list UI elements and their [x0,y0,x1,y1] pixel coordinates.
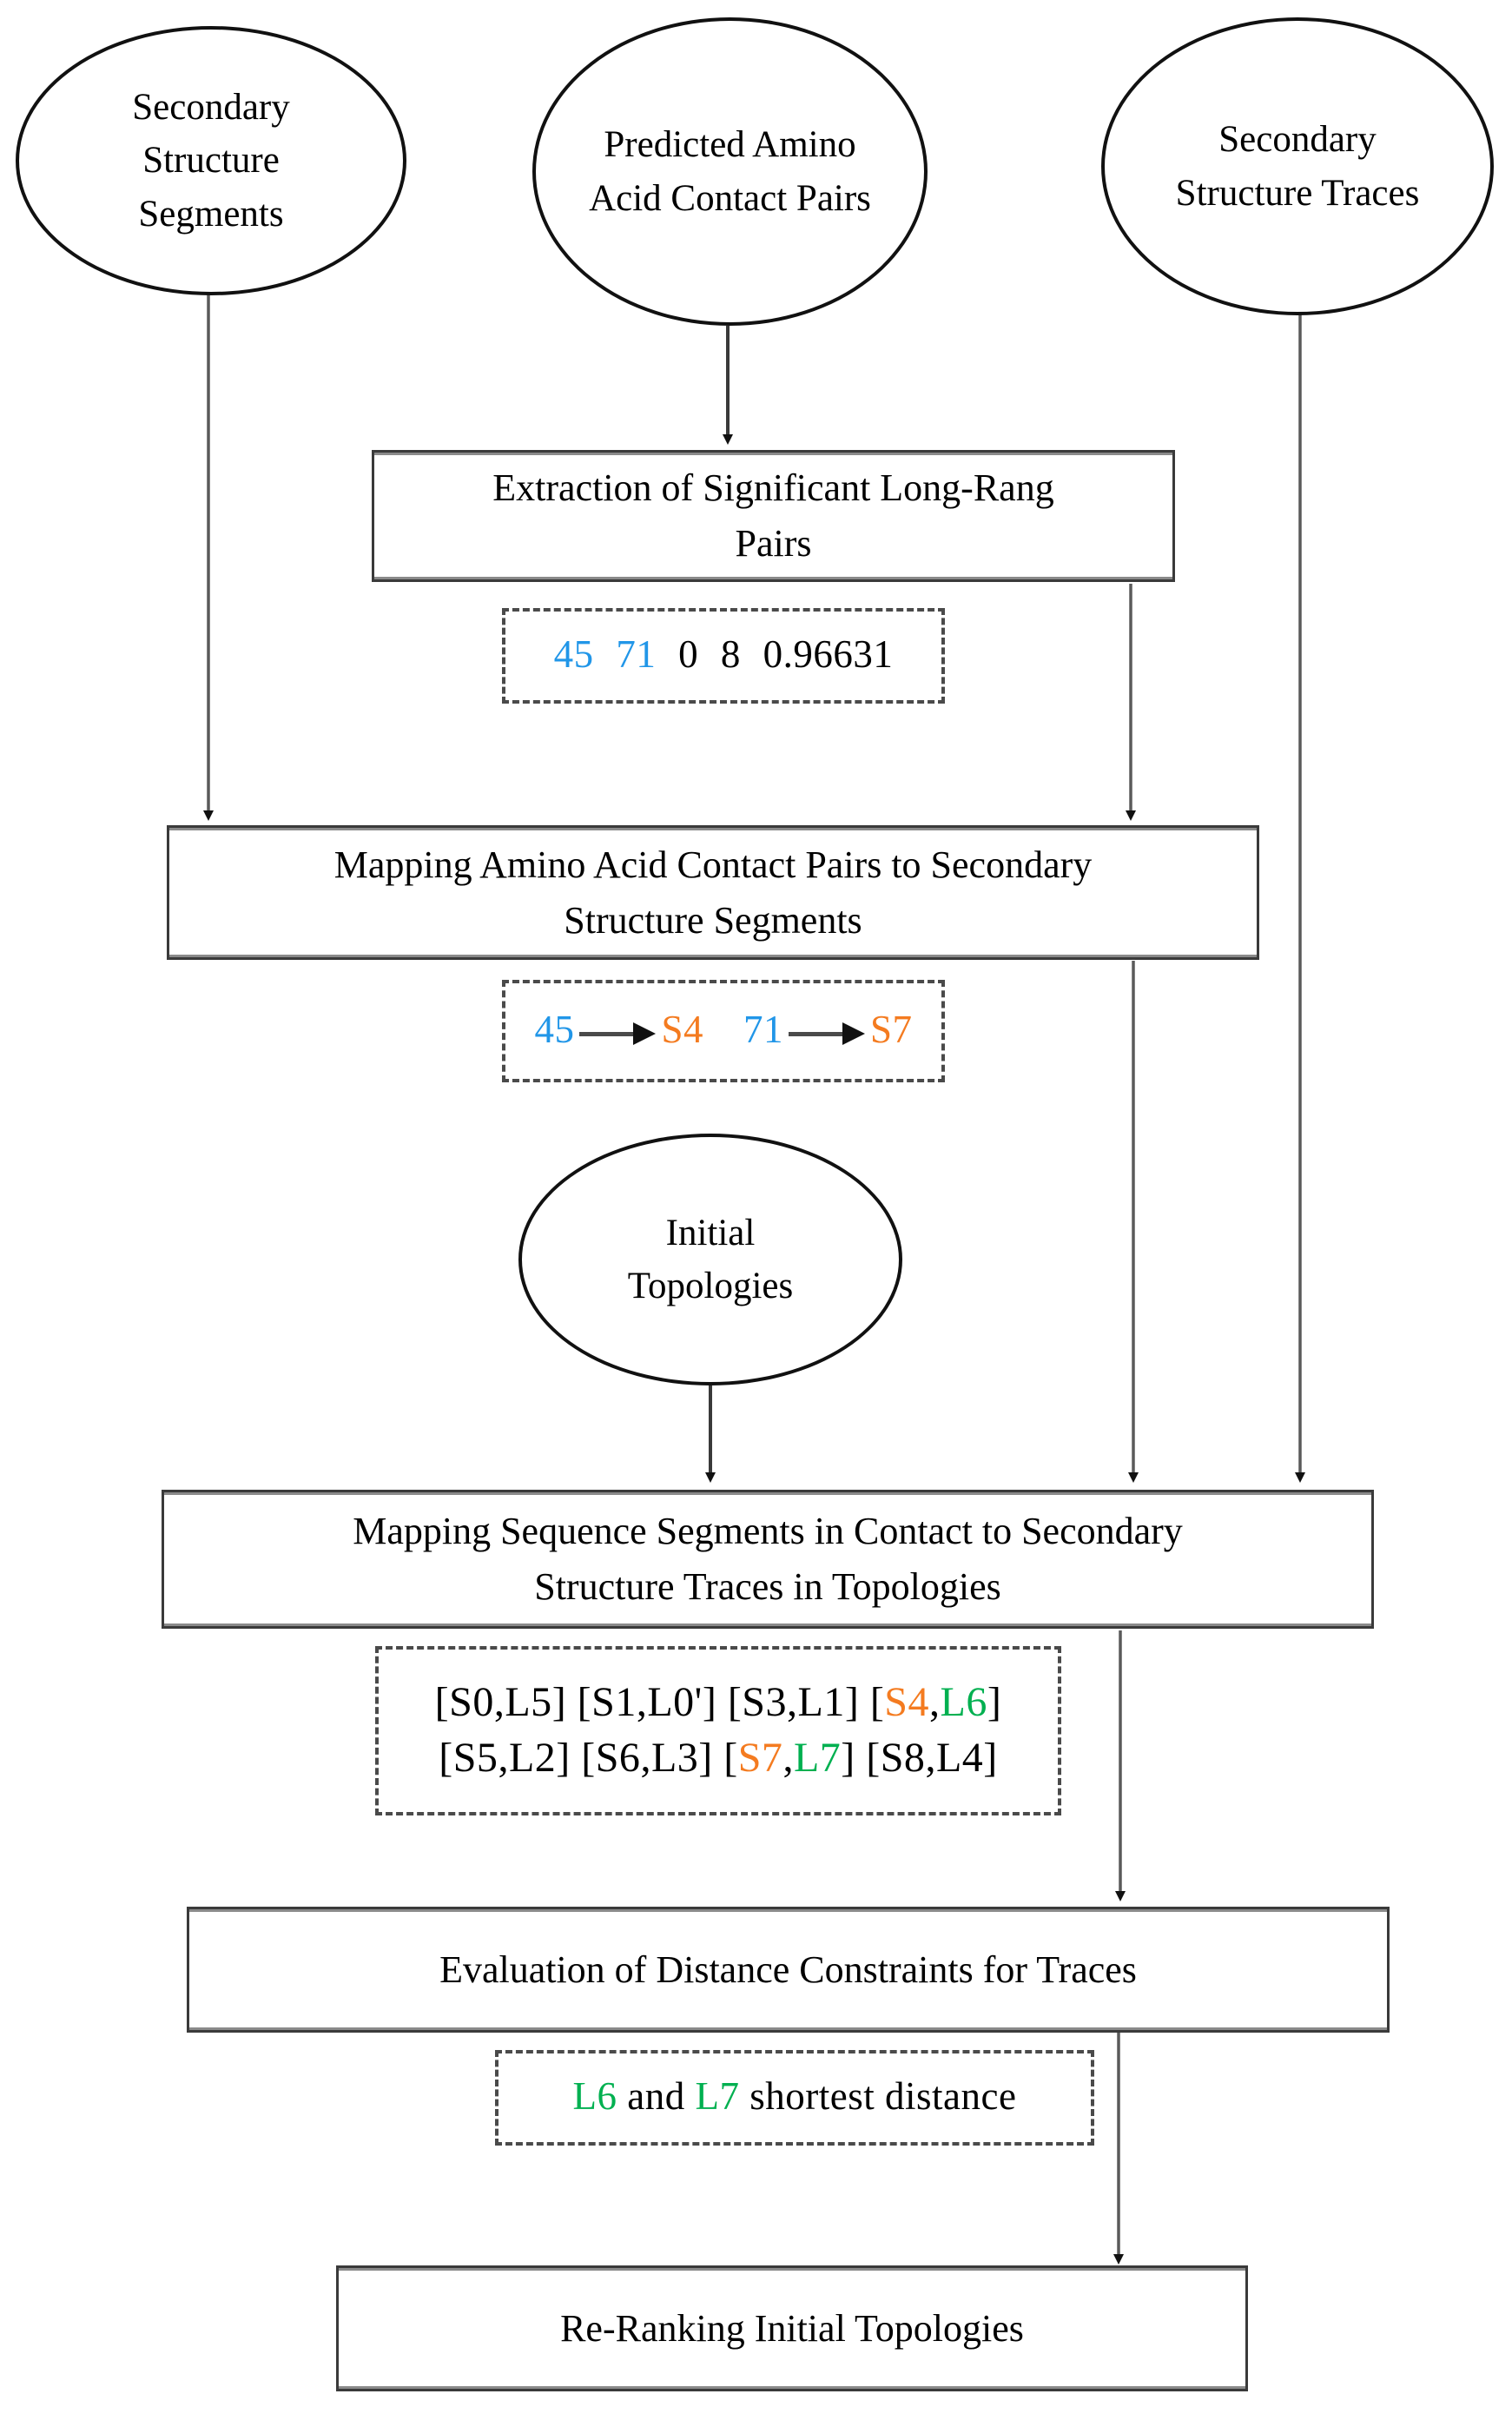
procbox-line-1: Extraction of Significant Long-Rang [492,466,1054,510]
procbox-line-2: Pairs [735,522,812,565]
assignment-pair: [S5,L2] [439,1734,571,1781]
procbox-line-1: Mapping Sequence Segments in Contact to … [353,1510,1183,1553]
procbox-line-1: Re-Ranking Initial Topologies [560,2306,1024,2350]
lower-bound-value: 0 [678,632,699,677]
assignment-pair: [S1,L0'] [577,1679,717,1726]
conjunction-label: and [627,2074,685,2119]
map1-target: S4 [661,1008,703,1052]
databox-segment-trace-assignments: [S0,L5] [S1,L0'] [S3,L1] [S4,L6] [S5,L2]… [375,1646,1061,1815]
node-mapping-contact-pairs-to-segments[interactable]: Mapping Amino Acid Contact Pairs to Seco… [167,825,1259,960]
procbox-line-1: Evaluation of Distance Constraints for T… [439,1948,1137,1991]
upper-bound-value: 8 [720,632,741,677]
map2-source: 71 [743,1008,783,1052]
ellipse-line-2: Structure Traces [1175,172,1420,214]
node-extraction-long-range-pairs[interactable]: Extraction of Significant Long-Rang Pair… [372,450,1175,582]
node-secondary-structure-segments[interactable]: Secondary Structure Segments [16,26,406,295]
ellipse-line-1: Secondary [1218,119,1377,161]
databox-contact-pair-record: 45 71 0 8 0.96631 [502,608,945,704]
ellipse-line-2: Acid Contact Pairs [589,177,871,219]
ellipse-line-1: Initial [665,1212,756,1253]
assignment-row-2: [S5,L2] [S6,L3] [S7,L7] [S8,L4] [439,1730,998,1785]
distance-result-text: L6 and L7 shortest distance [573,2071,1017,2122]
ellipse-line-3: Segments [138,193,284,235]
distance-description: shortest distance [749,2074,1017,2119]
trace-b-label: L7 [695,2074,740,2119]
node-secondary-structure-traces[interactable]: Secondary Structure Traces [1101,17,1494,315]
procbox-line-2: Structure Segments [564,898,862,942]
contact-pair-values: 45 71 0 8 0.96631 [554,629,894,680]
assignment-pair: [S0,L5] [434,1679,567,1726]
node-initial-topologies[interactable]: Initial Topologies [518,1134,902,1385]
ellipse-line-2: Structure [142,140,280,182]
assignment-pair: [S8,L4] [866,1734,998,1781]
ellipse-line-1: Secondary [132,87,290,129]
map1-source: 45 [534,1008,575,1052]
databox-residue-to-segment-map: 45 S4 71 S7 [502,980,945,1082]
node-mapping-segments-to-traces[interactable]: Mapping Sequence Segments in Contact to … [162,1490,1374,1629]
ellipse-line-1: Predicted Amino [604,124,856,166]
node-predicted-amino-acid-contact-pairs[interactable]: Predicted Amino Acid Contact Pairs [532,17,928,326]
ellipse-line-2: Topologies [627,1266,794,1306]
assignment-pair: [S3,L1] [727,1679,860,1726]
assignment-row-1: [S0,L5] [S1,L0'] [S3,L1] [S4,L6] [435,1675,1002,1729]
node-evaluation-distance-constraints[interactable]: Evaluation of Distance Constraints for T… [187,1907,1390,2033]
node-re-ranking-initial-topologies[interactable]: Re-Ranking Initial Topologies [336,2265,1248,2391]
residue-j-value: 71 [616,632,657,677]
trace-a-label: L6 [572,2074,617,2119]
confidence-value: 0.96631 [763,632,894,677]
databox-distance-result: L6 and L7 shortest distance [495,2050,1094,2146]
map-arrow-right-icon [579,1022,657,1046]
residue-segment-mapping: 45 S4 71 S7 [534,1004,912,1055]
map2-target: S7 [870,1008,913,1052]
assignment-pair: [S6,L3] [581,1734,713,1781]
map-arrow-right-icon [789,1022,865,1046]
assignment-pair-highlighted: [S7,L7] [723,1734,855,1781]
residue-i-value: 45 [553,632,594,677]
assignment-pair-highlighted: [S4,L6] [869,1679,1002,1726]
procbox-line-2: Structure Traces in Topologies [534,1565,1001,1608]
procbox-line-1: Mapping Amino Acid Contact Pairs to Seco… [333,843,1093,886]
